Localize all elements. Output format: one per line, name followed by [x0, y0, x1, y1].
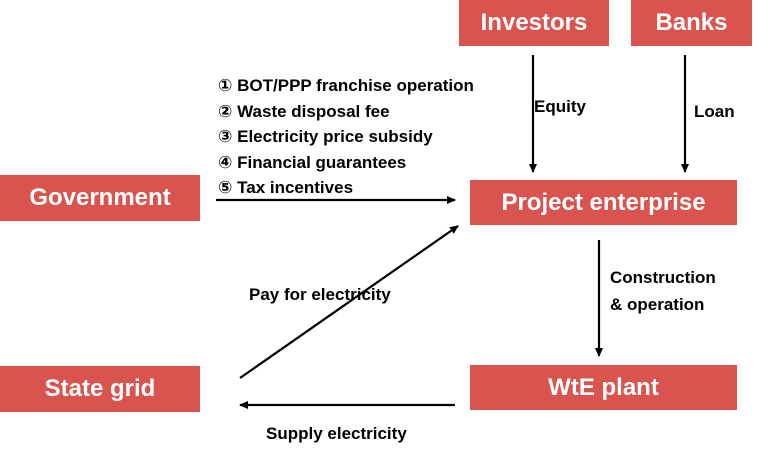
construction-label-line2: & operation: [610, 295, 705, 314]
investors-node: Investors: [459, 0, 609, 46]
banks-node: Banks: [631, 0, 752, 46]
project-enterprise-node: Project enterprise: [470, 180, 737, 225]
equity-label: Equity: [534, 97, 586, 116]
pay-for-electricity-label: Pay for electricity: [249, 285, 391, 304]
policy-item: ② Waste disposal fee: [218, 101, 390, 121]
policy-item: ① BOT/PPP franchise operation: [218, 76, 474, 95]
policy-item: ③ Electricity price subsidy: [218, 127, 433, 146]
supply-electricity-label: Supply electricity: [266, 424, 407, 443]
state-grid-node: State grid: [0, 366, 200, 412]
policy-item: ④ Financial guarantees: [218, 152, 407, 172]
loan-label: Loan: [694, 102, 735, 121]
construction-label-line1: Construction: [610, 268, 716, 287]
wte-plant-node: WtE plant: [470, 365, 737, 410]
government-policy-list: ① BOT/PPP franchise operation ② Waste di…: [218, 76, 474, 204]
arrow-stategrid-to-project: [239, 225, 459, 379]
government-node: Government: [0, 175, 200, 221]
policy-item: ⑤ Tax incentives: [218, 178, 354, 197]
